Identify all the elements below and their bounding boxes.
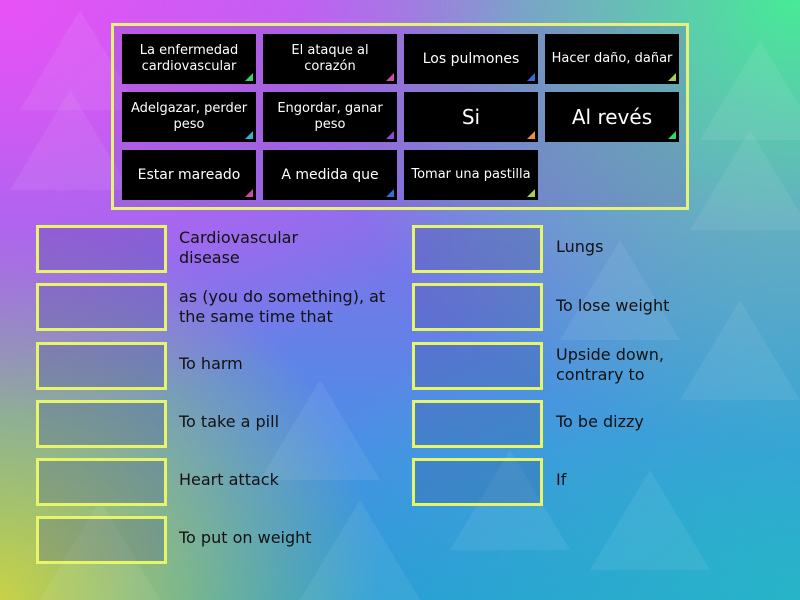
definition-label: Upside down, contrary to — [556, 345, 664, 384]
corner-triangle-icon — [386, 73, 394, 81]
word-tile[interactable]: La enfermedad cardiovascular — [122, 34, 256, 84]
word-tile[interactable]: Estar mareado — [122, 150, 256, 200]
word-tile[interactable]: El ataque al corazón — [263, 34, 397, 84]
drop-slot[interactable] — [36, 342, 167, 390]
word-tile-label: A medida que — [281, 167, 379, 183]
background-triangle — [700, 40, 800, 140]
corner-triangle-icon — [245, 73, 253, 81]
drop-slot[interactable] — [36, 400, 167, 448]
word-tile-label: Estar mareado — [137, 167, 241, 183]
background-triangle — [300, 500, 420, 600]
word-tile[interactable]: Los pulmones — [404, 34, 538, 84]
drop-slot[interactable] — [412, 458, 543, 506]
word-tile-label: Engordar, ganar peso — [277, 101, 383, 132]
definition-label: Lungs — [556, 237, 604, 256]
word-tile[interactable]: Hacer daño, dañar — [545, 34, 679, 84]
word-tile[interactable]: A medida que — [263, 150, 397, 200]
definition-label: To harm — [179, 354, 243, 373]
word-tile-label: Adelgazar, perder peso — [130, 101, 248, 132]
drop-slot[interactable] — [36, 516, 167, 564]
word-tile[interactable]: Adelgazar, perder peso — [122, 92, 256, 142]
background-triangle — [690, 130, 800, 230]
corner-triangle-icon — [668, 73, 676, 81]
corner-triangle-icon — [668, 131, 676, 139]
word-tile[interactable]: Al revés — [545, 92, 679, 142]
word-tile[interactable]: Engordar, ganar peso — [263, 92, 397, 142]
word-tile-label: Al revés — [571, 105, 653, 129]
drop-slot[interactable] — [412, 400, 543, 448]
corner-triangle-icon — [245, 189, 253, 197]
word-tile[interactable]: Si — [404, 92, 538, 142]
drop-slot[interactable] — [412, 283, 543, 331]
corner-triangle-icon — [527, 73, 535, 81]
word-tile-label: Tomar una pastilla — [411, 167, 531, 182]
word-tile-label: Si — [461, 105, 481, 129]
definition-label: To put on weight — [179, 528, 312, 547]
word-tile-label: Los pulmones — [422, 51, 520, 67]
word-bank: La enfermedad cardiovascular El ataque a… — [111, 23, 689, 210]
definition-label: Heart attack — [179, 470, 279, 489]
word-tile-label: El ataque al corazón — [291, 43, 369, 74]
word-tile[interactable]: Tomar una pastilla — [404, 150, 538, 200]
drop-slot[interactable] — [36, 225, 167, 273]
drop-slot[interactable] — [36, 283, 167, 331]
definition-label: To take a pill — [179, 412, 280, 431]
corner-triangle-icon — [527, 189, 535, 197]
drop-slot[interactable] — [412, 342, 543, 390]
word-tile-label: La enfermedad cardiovascular — [139, 43, 239, 74]
corner-triangle-icon — [245, 131, 253, 139]
corner-triangle-icon — [386, 189, 394, 197]
definition-label: To be dizzy — [556, 412, 644, 431]
definition-label: If — [556, 470, 567, 489]
definition-label: To lose weight — [556, 296, 670, 315]
corner-triangle-icon — [386, 131, 394, 139]
drop-slot[interactable] — [412, 225, 543, 273]
corner-triangle-icon — [527, 131, 535, 139]
definition-label: as (you do something), at the same time … — [179, 287, 386, 326]
definition-label: Cardiovascular disease — [179, 228, 299, 267]
word-tile-label: Hacer daño, dañar — [551, 51, 673, 66]
drop-slot[interactable] — [36, 458, 167, 506]
